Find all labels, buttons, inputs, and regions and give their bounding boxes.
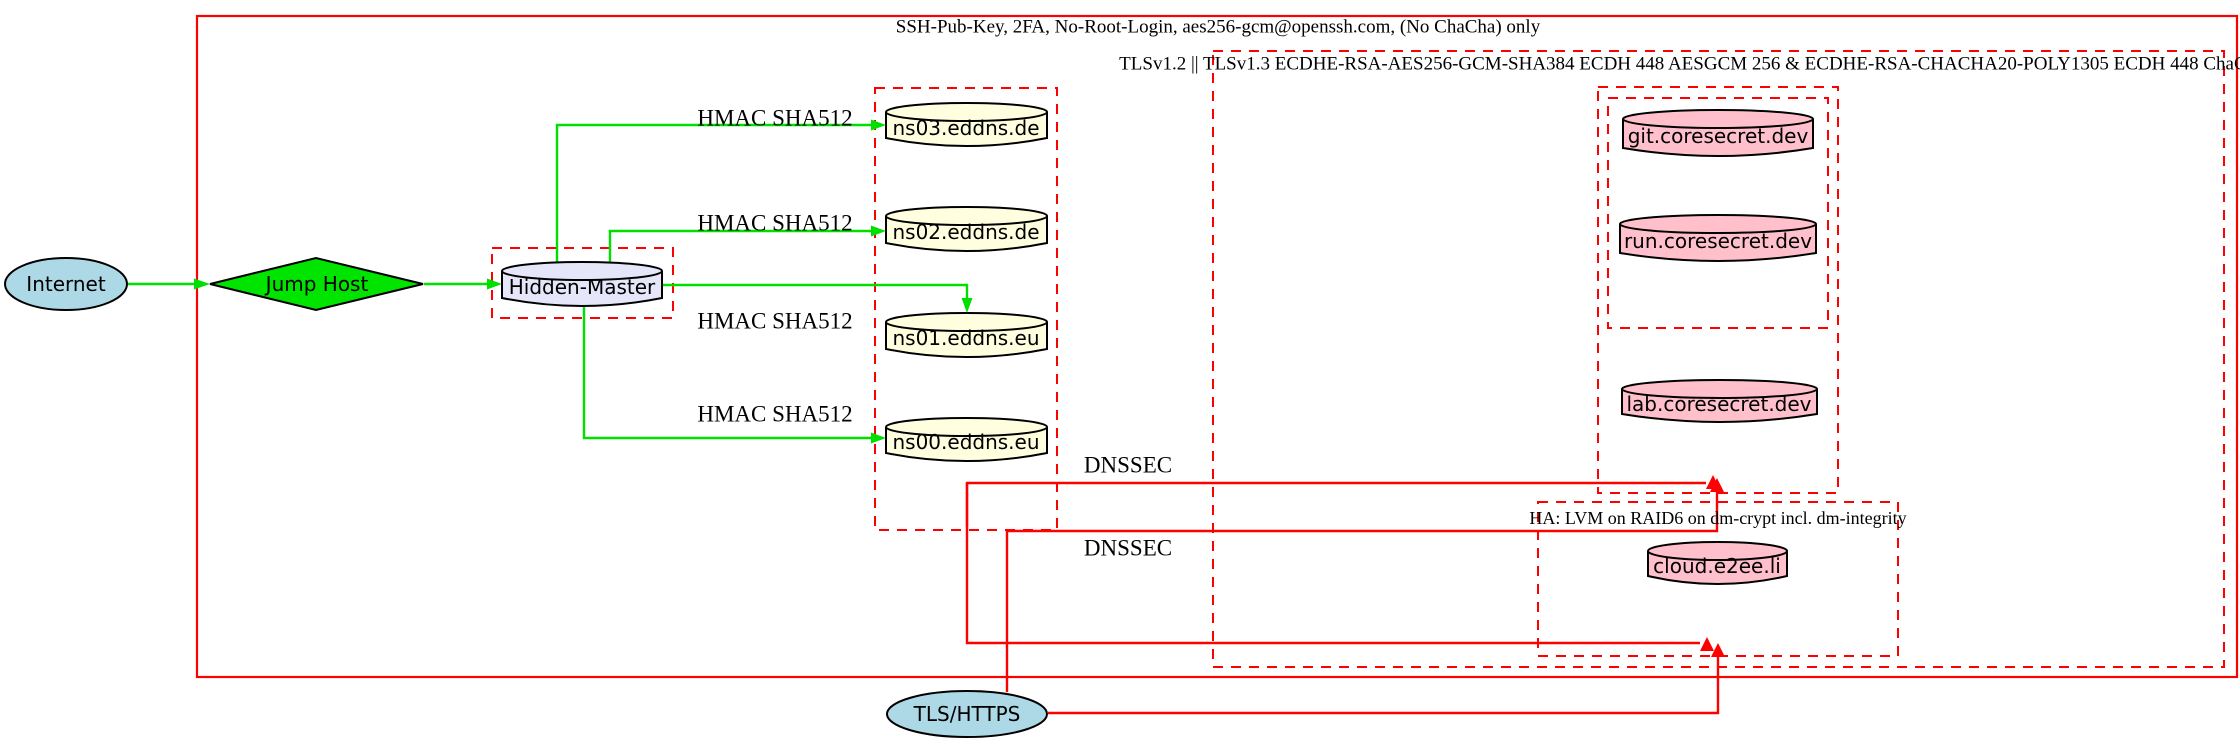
green-edges [128, 123, 969, 440]
node-ns03-label: ns03.eddns.de [892, 116, 1040, 140]
node-run-shape [1619, 214, 1817, 262]
node-tls-https-shape [886, 690, 1048, 738]
arrowhead-ha-1 [1700, 637, 1714, 651]
node-tls-https-label: TLS/HTTPS [913, 702, 1021, 726]
node-internet-label: Internet [26, 272, 106, 296]
arrowhead-coresecret-2 [1710, 478, 1724, 492]
edge-hm-ns01 [662, 283, 969, 299]
node-cloud-shape [1647, 541, 1788, 585]
edge-label-dnssec-1: DNSSEC [1083, 452, 1173, 478]
node-ns00-shape [885, 417, 1048, 462]
cluster-hidden-master-box [491, 247, 674, 319]
node-ns02-label: ns02.eddns.de [892, 220, 1040, 244]
node-ns00-label: ns00.eddns.eu [892, 430, 1040, 454]
node-hidden-master-shape [501, 261, 663, 307]
node-cloud-label: cloud.e2ee.li [1653, 554, 1781, 578]
node-hidden-master-label: Hidden-Master [508, 275, 656, 299]
arrowhead-hiddenmaster [487, 278, 502, 290]
arrowhead-ns03 [871, 119, 886, 131]
arrowhead-jumphost [194, 278, 210, 290]
cluster-ssh-box [195, 14, 2239, 679]
node-ns01-label: ns01.eddns.eu [892, 326, 1040, 350]
node-git-label: git.coresecret.dev [1627, 124, 1809, 148]
node-lab-label: lab.coresecret.dev [1626, 392, 1812, 416]
edge-hm-ns03 [555, 123, 871, 262]
node-ns01-shape [885, 312, 1048, 358]
edge-label-hmac-3: HMAC SHA512 [697, 308, 853, 334]
node-run-label: run.coresecret.dev [1623, 229, 1813, 253]
cluster-gitrun-box [1607, 97, 1829, 329]
arrowhead-ns02 [871, 225, 886, 237]
node-ns03-shape [885, 102, 1048, 147]
node-internet-shape [4, 257, 128, 311]
node-ns02-shape [885, 206, 1048, 252]
arrowhead-ha-2 [1711, 643, 1725, 657]
edge-eddns-to-ha [965, 483, 1700, 645]
node-lab-shape [1621, 379, 1818, 423]
arrowhead-ns00 [871, 432, 886, 444]
red-edges [965, 481, 1720, 715]
edge-label-hmac-1: HMAC SHA512 [697, 105, 853, 131]
node-jump-host-label: Jump Host [265, 272, 369, 296]
cluster-eddns-box [874, 87, 1058, 531]
edge-label-hmac-4: HMAC SHA512 [697, 401, 853, 427]
edge-tlshttps-to-coresecret [1005, 491, 1719, 692]
arrowhead-ns01 [961, 298, 973, 313]
edge-label-dnssec-2: DNSSEC [1083, 535, 1173, 561]
cluster-ssh-label: SSH-Pub-Key, 2FA, No-Root-Login, aes256-… [895, 16, 1541, 38]
edge-label-hmac-2: HMAC SHA512 [697, 210, 853, 236]
node-jump-host-shape [209, 256, 424, 312]
edge-hm-ns02 [608, 229, 871, 262]
green-arrowheads [194, 119, 973, 444]
cluster-ha-label: HA: LVM on RAID6 on dm-crypt incl. dm-in… [1529, 508, 1907, 528]
cluster-tls-label: TLSv1.2 || TLSv1.3 ECDHE-RSA-AES256-GCM-… [1119, 53, 2240, 75]
node-git-shape [1622, 109, 1814, 157]
red-arrowheads [1700, 475, 1725, 657]
edge-hm-ns00 [582, 307, 871, 440]
edge-tlshttps-to-ha [1048, 656, 1720, 715]
